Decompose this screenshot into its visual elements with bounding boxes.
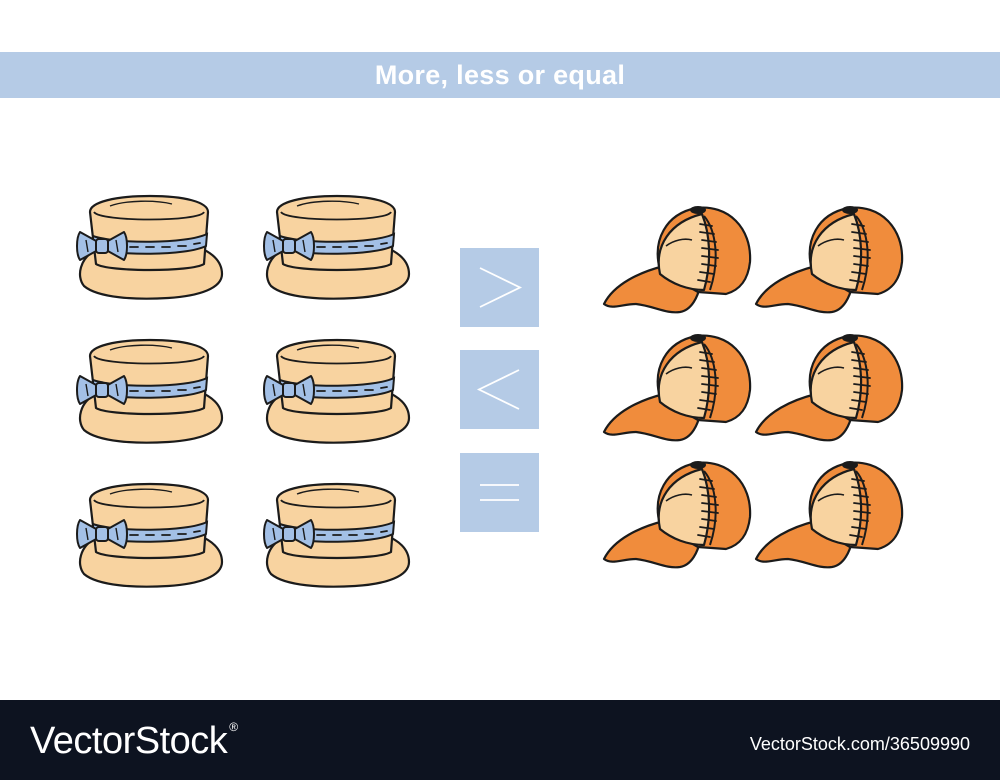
image-id: VectorStock.com/36509990 bbox=[749, 734, 970, 754]
equal-option[interactable] bbox=[460, 453, 539, 532]
bucket-hat-icon bbox=[263, 480, 411, 592]
greater-than-icon bbox=[479, 267, 523, 308]
baseball-cap-icon bbox=[752, 200, 908, 320]
equal-icon bbox=[480, 484, 519, 501]
baseball-cap-icon bbox=[752, 455, 908, 575]
less-than-option[interactable] bbox=[460, 350, 539, 429]
greater-than-option[interactable] bbox=[460, 248, 539, 327]
bucket-hat-icon bbox=[76, 480, 224, 592]
footer-bar: VectorStock® VectorStock.com/36509990 bbox=[0, 700, 1000, 780]
trademark-symbol: ® bbox=[229, 720, 238, 734]
bucket-hat-icon bbox=[263, 336, 411, 448]
baseball-cap-icon bbox=[600, 200, 756, 320]
less-than-icon bbox=[476, 369, 520, 410]
bucket-hat-icon bbox=[76, 336, 224, 448]
baseball-cap-icon bbox=[600, 455, 756, 575]
brand-logo: VectorStock® bbox=[30, 720, 238, 763]
baseball-cap-icon bbox=[600, 328, 756, 448]
brand-name: VectorStock bbox=[30, 720, 228, 762]
bucket-hat-icon bbox=[263, 192, 411, 304]
baseball-cap-icon bbox=[752, 328, 908, 448]
page-title: More, less or equal bbox=[374, 59, 626, 90]
bucket-hat-icon bbox=[76, 192, 224, 304]
title-banner: More, less or equal bbox=[0, 52, 1000, 98]
